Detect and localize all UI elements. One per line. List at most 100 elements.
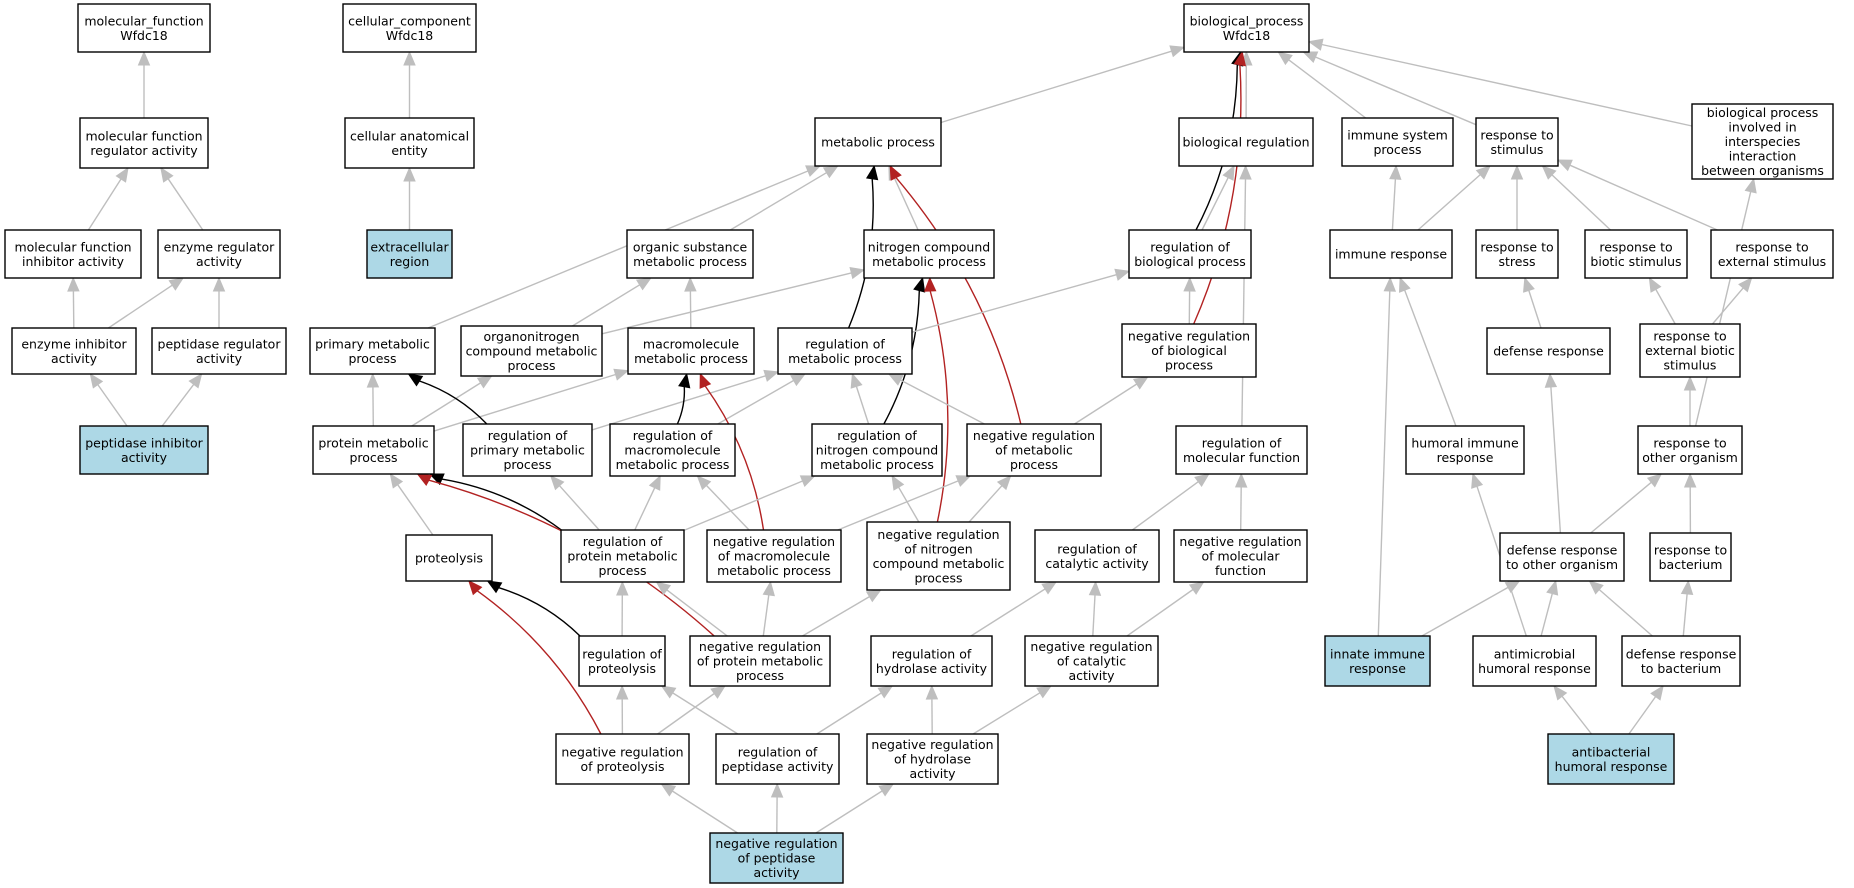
edge-proteolysis-to-prot_metab xyxy=(389,472,434,536)
edge-neg_reg_nitro-to-neg_reg_metab xyxy=(968,475,1012,523)
node-label-line: immune response xyxy=(1335,247,1447,262)
edge-line xyxy=(1528,290,1542,329)
node-label-line: negative regulation xyxy=(1128,329,1250,344)
edge-line xyxy=(672,692,739,735)
arrowhead xyxy=(877,685,894,699)
edge-reg_prot_metab-to-reg_macro xyxy=(634,474,661,531)
node-label-line: humoral immune xyxy=(1411,435,1519,450)
edge-line xyxy=(815,790,883,834)
node-proteolysis[interactable]: proteolysis xyxy=(405,534,493,582)
edge-def_resp-to-resp_stress xyxy=(1523,276,1542,329)
arrowhead xyxy=(678,372,691,389)
node-label-line: to bacterium xyxy=(1641,661,1721,676)
edge-neg_reg_pept-to-neg_reg_hydro xyxy=(815,783,895,834)
edge-line xyxy=(1201,177,1229,231)
node-box xyxy=(1547,733,1675,785)
node-bioreg[interactable]: biological regulation xyxy=(1178,117,1314,167)
arrowhead xyxy=(887,373,904,386)
edge-reg_macro-to-macro_metab xyxy=(676,372,691,425)
edge-reg_bio-to-bioreg xyxy=(1201,164,1235,231)
edge-imm_resp-to-resp_stim xyxy=(1417,165,1491,231)
node-imm-resp[interactable]: immune response xyxy=(1329,229,1453,279)
node-label-line: defense response xyxy=(1626,646,1737,661)
edge-resp_ext-to-resp_stim xyxy=(1556,159,1718,231)
node-box xyxy=(863,229,995,279)
node-label-line: metabolic process xyxy=(633,254,747,269)
edge-reg_pept-to-reg_proteolysis xyxy=(660,685,739,735)
node-label-line: hydrolase activity xyxy=(876,661,988,676)
edge-line xyxy=(1417,174,1481,231)
node-label-line: Wfdc18 xyxy=(1223,28,1271,43)
edge-line xyxy=(1240,486,1242,531)
node-label-line: antimicrobial xyxy=(1494,646,1576,661)
arrowhead xyxy=(1553,684,1568,701)
edge-line xyxy=(897,486,920,523)
node-label-line: metabolic process xyxy=(872,254,986,269)
edge-line xyxy=(837,480,959,531)
node-box xyxy=(689,635,831,687)
node-box xyxy=(344,117,475,169)
arrowhead xyxy=(1471,472,1484,489)
node-metab[interactable]: metabolic process xyxy=(814,117,942,167)
node-def-resp[interactable]: defense response xyxy=(1486,327,1611,375)
node-label-line: cellular_component xyxy=(348,13,471,28)
edge-line xyxy=(1321,43,1693,127)
arrowhead xyxy=(403,50,416,66)
node-box xyxy=(79,117,209,169)
